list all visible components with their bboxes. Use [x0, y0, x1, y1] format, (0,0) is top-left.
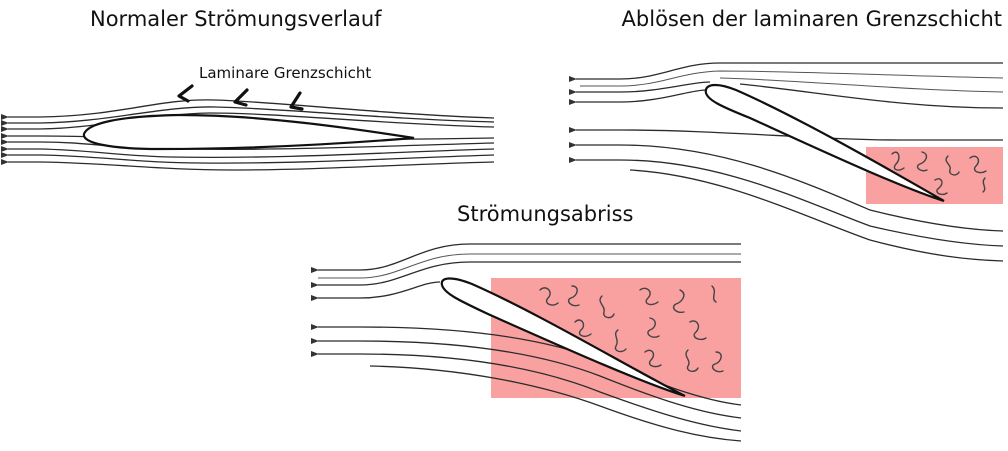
title-boundary-separation: Ablösen der laminaren Grenzschicht — [621, 7, 1002, 31]
turbulence-squiggles-separation — [891, 151, 987, 196]
panel-normal-flow — [1, 84, 495, 171]
airfoil-stall — [440, 277, 686, 398]
streamlines-separation — [569, 62, 1004, 262]
panel-boundary-separation — [569, 62, 1004, 262]
title-stall: Strömungsabriss — [457, 202, 634, 226]
streamlines-stall — [311, 243, 742, 442]
airfoil-separation — [704, 83, 945, 203]
title-normal-flow: Normaler Strömungsverlauf — [90, 7, 382, 31]
boundary-layer-pointers — [177, 84, 304, 111]
panel-stall — [311, 243, 742, 442]
airfoil-normal — [82, 113, 415, 151]
turbulence-squiggles-stall — [539, 285, 724, 373]
label-laminar-boundary-layer: Laminare Grenzschicht — [199, 64, 372, 82]
